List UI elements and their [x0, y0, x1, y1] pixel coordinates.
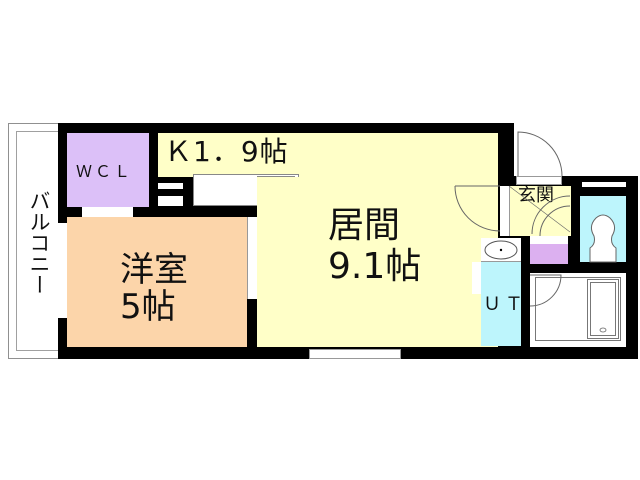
wcl-door-opening — [82, 207, 133, 217]
western-window-left — [58, 223, 67, 318]
room-western-size: 5帖 — [120, 287, 176, 327]
living-window-bottom — [309, 349, 401, 359]
entrance-step — [500, 186, 510, 236]
room-western — [67, 217, 247, 347]
ut-door-opening — [472, 262, 481, 294]
bath-tub-inner — [590, 282, 616, 336]
kitchen-shelf-2 — [158, 196, 183, 206]
room-living-upper — [299, 133, 498, 183]
room-wcl — [67, 133, 149, 207]
room-storage-fill — [530, 244, 568, 264]
room-living-name: 居間 — [328, 205, 401, 246]
kitchen-shelf-1 — [158, 183, 183, 189]
western-door-opening — [247, 217, 257, 299]
balcony-label: バルコニー — [27, 190, 51, 295]
room-living — [257, 177, 498, 347]
bath-tub — [587, 279, 619, 339]
toilet-window — [582, 182, 626, 187]
room-western-name: 洋室 — [120, 250, 188, 290]
entrance-door-frame — [516, 176, 562, 185]
room-kitchen-label: Ｋ1．9帖 — [164, 135, 289, 168]
balcony-inner-outline — [16, 131, 58, 351]
room-wcl-label: ＷＣＬ — [76, 162, 134, 181]
room-entrance-label: 玄関 — [518, 185, 554, 206]
room-living-size: 9.1帖 — [328, 246, 422, 287]
bath-tub-outline — [535, 277, 621, 341]
room-bath — [530, 273, 626, 347]
room-storage — [530, 236, 568, 244]
room-ut-label: ＵＴ — [483, 294, 527, 315]
